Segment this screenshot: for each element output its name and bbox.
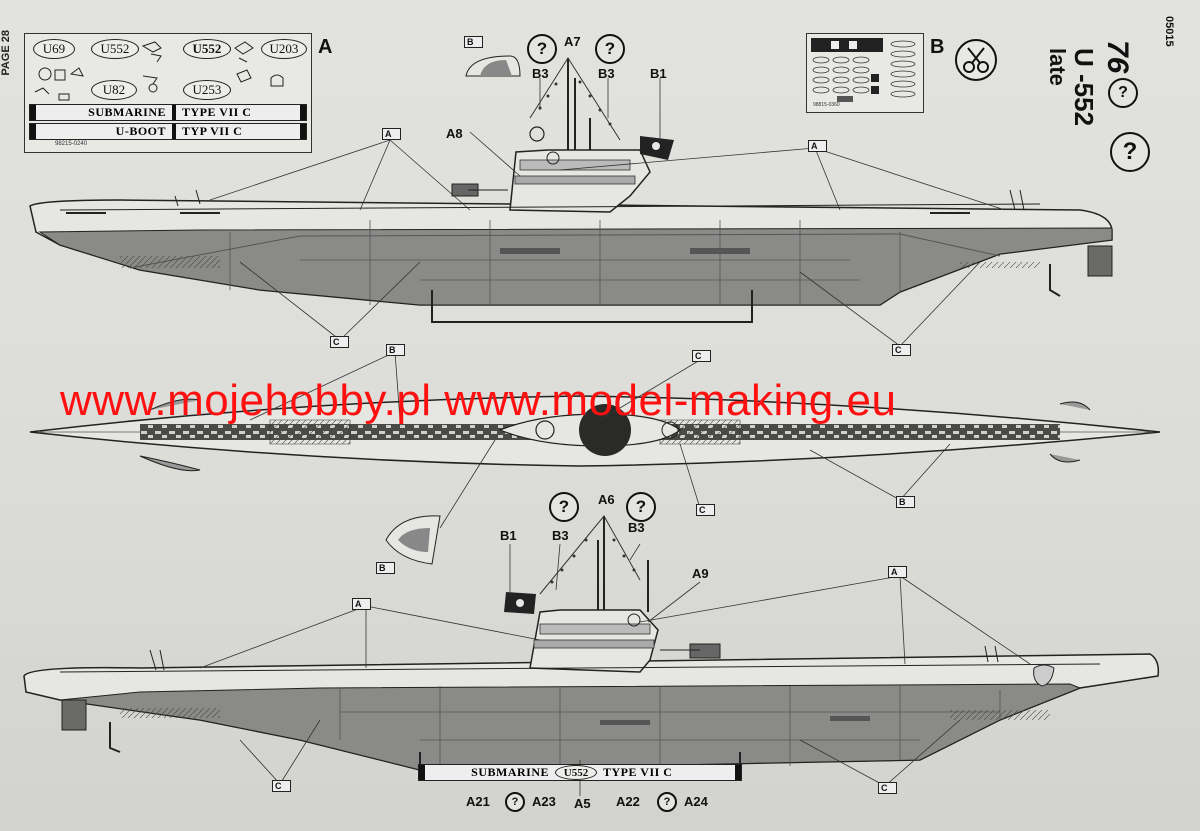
flag-callout-a: A xyxy=(808,140,827,152)
callout-b3: B3 xyxy=(532,66,549,81)
paint-callout-icon: ? xyxy=(626,492,656,522)
submarine-variant: late xyxy=(1045,48,1070,86)
bottom-side-view xyxy=(23,515,1160,779)
flag-callout-b: B xyxy=(376,562,395,574)
flag-callout-c: C xyxy=(696,504,715,516)
decal-sheet-a: U69 U552 U552 U203 U82 U253 SUBMARINE TY… xyxy=(24,33,312,153)
flag-callout-b: B xyxy=(386,344,405,356)
paint-callout-icon: ? xyxy=(657,792,677,812)
flag-callout-a: A xyxy=(352,598,371,610)
decal-sheet-b-label: B xyxy=(930,36,945,58)
decal-sheet-b: 98815-0360 xyxy=(806,33,924,113)
callout-a22: A22 xyxy=(616,794,640,809)
callout-a23: A23 xyxy=(532,794,556,809)
flag-callout-c: C xyxy=(692,350,711,362)
flag-callout-c: C xyxy=(878,782,897,794)
decal-sheet-a-label: A xyxy=(318,36,333,58)
top-side-view xyxy=(29,57,1113,323)
flag-callout-a: A xyxy=(382,128,401,140)
callout-b1: B1 xyxy=(500,528,517,543)
decal-u203: U203 xyxy=(261,39,307,59)
decal-u69: U69 xyxy=(33,39,75,59)
product-code: 05015 xyxy=(1163,16,1175,47)
paint-callout-icon: ? xyxy=(595,34,625,64)
callout-a8: A8 xyxy=(446,126,463,141)
flag-callout-c: C xyxy=(330,336,349,348)
callout-b3: B3 xyxy=(552,528,569,543)
callout-a24: A24 xyxy=(684,794,708,809)
paint-callout-icon: ? xyxy=(549,492,579,522)
flag-callout-b: B xyxy=(464,36,483,48)
callout-b3: B3 xyxy=(628,520,645,535)
decal-u552-bold: U552 xyxy=(183,39,231,59)
decal-strip-uboot: U-BOOT TYP VII C xyxy=(29,123,307,140)
decal-sheet-b-code: 98815-0360 xyxy=(813,102,840,108)
callout-a5: A5 xyxy=(574,796,591,811)
callout-a21: A21 xyxy=(466,794,490,809)
decal-strip-submarine-bottom: SUBMARINE U552 TYPE VII C xyxy=(418,764,742,781)
flag-callout-c: C xyxy=(272,780,291,792)
decal-strip-submarine: SUBMARINE TYPE VII C xyxy=(29,104,307,121)
callout-b3: B3 xyxy=(598,66,615,81)
watermark-text: www.mojehobby.pl www.model-making.eu xyxy=(60,376,897,425)
title-number: 76 xyxy=(1101,40,1134,74)
decal-sheet-a-code: 98215-0240 xyxy=(55,141,88,147)
decal-u552: U552 xyxy=(91,39,139,59)
submarine-name: U -552 xyxy=(1069,48,1099,127)
callout-a7: A7 xyxy=(564,34,581,49)
callout-a6: A6 xyxy=(598,492,615,507)
paint-callout-icon: ? xyxy=(527,34,557,64)
help-question-icon: ? xyxy=(1110,132,1150,172)
callout-b1: B1 xyxy=(650,66,667,81)
decal-u82: U82 xyxy=(91,80,137,100)
decal-u253: U253 xyxy=(183,80,231,100)
flag-callout-b: B xyxy=(896,496,915,508)
flag-callout-a: A xyxy=(888,566,907,578)
scissors-icon xyxy=(955,39,997,81)
paint-callout-icon: ? xyxy=(505,792,525,812)
decal-sheet-a-emblems xyxy=(34,41,284,101)
flag-callout-c: C xyxy=(892,344,911,356)
top-down-deck-view xyxy=(29,395,1161,472)
title-paint-icon: ? xyxy=(1108,78,1138,108)
callout-a9: A9 xyxy=(692,566,709,581)
